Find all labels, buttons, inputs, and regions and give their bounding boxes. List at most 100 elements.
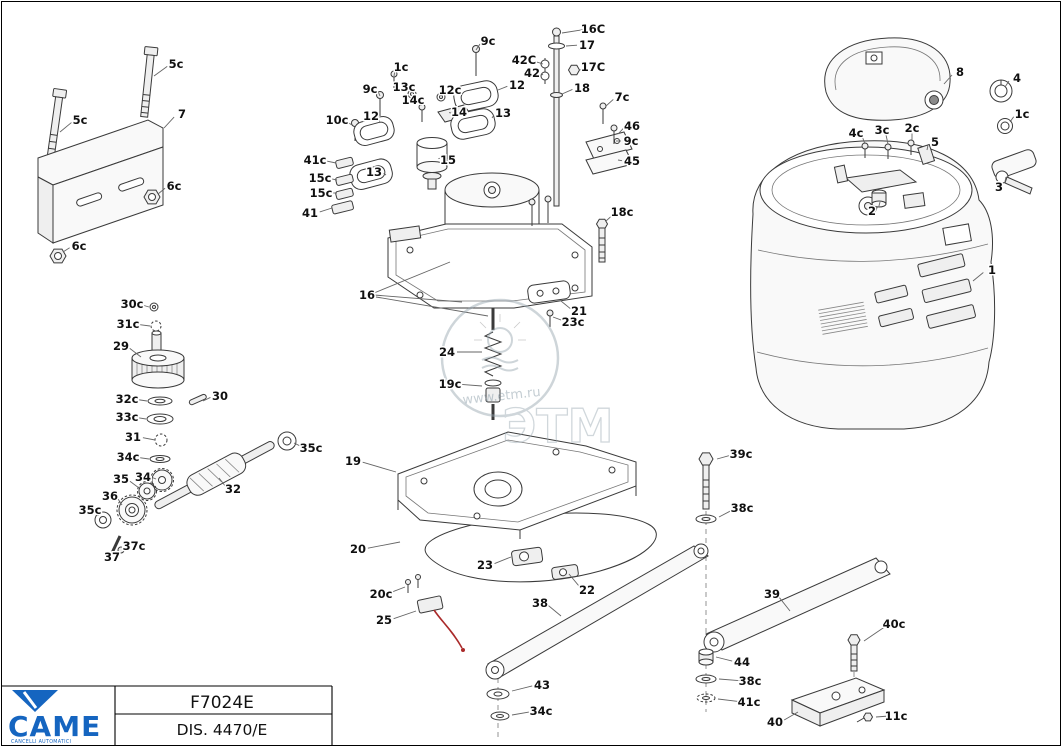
- part-label-13c: 13c: [393, 80, 416, 94]
- leader-line: [137, 324, 151, 327]
- washer-34c-bottom: [490, 711, 510, 721]
- ring-42: [540, 71, 550, 81]
- leader-line: [459, 383, 483, 387]
- leader-line: [136, 417, 147, 420]
- bearing-35c-right: [277, 431, 297, 451]
- brand-tagline: CANCELLI AUTOMATICI: [11, 739, 71, 745]
- part-label-35c: 35c: [79, 503, 102, 517]
- part-label-30: 30: [212, 389, 228, 403]
- part-label-1c: 1c: [1015, 107, 1030, 121]
- part-label-43: 43: [534, 678, 550, 692]
- part-label-6c: 6c: [167, 179, 182, 193]
- part-label-42C: 42C: [512, 53, 536, 67]
- leader-line: [560, 300, 571, 309]
- screw-11c: [856, 712, 874, 723]
- watermark: www.etm.ru ЭТМ: [440, 298, 614, 454]
- part-label-35c: 35c: [300, 441, 323, 455]
- release-rod-18: [540, 27, 581, 207]
- leader-line: [861, 136, 866, 145]
- leader-line: [393, 610, 417, 620]
- gearmotor-assembly: [331, 27, 634, 420]
- nut-17C: [567, 64, 581, 76]
- part-label-2c: 2c: [905, 121, 920, 135]
- microswitch-wire: [433, 609, 463, 649]
- leader-line: [1004, 176, 1007, 183]
- worm-shaft-32: [154, 441, 275, 510]
- gate-bracket-40: [790, 677, 886, 727]
- part-label-14c: 14c: [402, 93, 425, 107]
- leader-line: [561, 89, 573, 95]
- part-label-37: 37: [104, 550, 120, 564]
- part-label-9c: 9c: [363, 82, 378, 96]
- transmission-arms: [485, 452, 891, 740]
- leader-line: [136, 399, 148, 402]
- leader-line: [129, 348, 142, 358]
- part-label-15c: 15c: [309, 171, 332, 185]
- part-label-23c: 23c: [562, 315, 585, 329]
- lock-cap-4: [989, 79, 1013, 103]
- leader-line: [617, 128, 624, 135]
- gear-train-assembly: [94, 302, 297, 554]
- spacer-44: [698, 648, 714, 666]
- watermark-brand: ЭТМ: [503, 399, 614, 453]
- part-label-33c: 33c: [116, 410, 139, 424]
- leader-line: [293, 442, 302, 447]
- part-label-17: 17: [579, 38, 595, 52]
- part-label-5: 5: [931, 135, 939, 149]
- inner-mount-details: [833, 164, 972, 246]
- spring-24-and-shaft: [483, 308, 503, 420]
- leader-line: [329, 178, 338, 181]
- part-label-20: 20: [350, 542, 366, 556]
- part-label-22: 22: [579, 583, 595, 597]
- nut-6c-lower: [49, 248, 67, 264]
- leader-line: [778, 597, 791, 612]
- curved-arm-39: [703, 557, 891, 653]
- part-label-3c: 3c: [875, 123, 890, 137]
- leader-line: [715, 656, 733, 662]
- leader-line: [541, 73, 544, 76]
- leader-line: [491, 114, 495, 119]
- part-label-5c: 5c: [169, 57, 184, 71]
- sheet-code: DIS. 4470/E: [177, 721, 268, 739]
- washer-12c: [436, 92, 446, 102]
- cam-5: [917, 143, 936, 166]
- leader-line: [1004, 80, 1010, 88]
- leader-line: [605, 214, 614, 222]
- base-plate-assembly: [397, 431, 657, 652]
- part-label-13: 13: [495, 106, 511, 120]
- leader-line: [378, 118, 381, 124]
- part-label-34c: 34c: [530, 704, 553, 718]
- leader-line: [943, 74, 953, 85]
- part-label-14: 14: [451, 105, 467, 119]
- ring-42C: [540, 59, 550, 69]
- circlip-31: [154, 433, 168, 447]
- part-label-41c: 41c: [738, 695, 761, 709]
- part-label-32c: 32c: [116, 392, 139, 406]
- part-label-7: 7: [178, 107, 186, 121]
- bearing-33c: [146, 413, 174, 425]
- leader-line: [377, 91, 381, 97]
- screw-14c: [418, 103, 426, 122]
- leader-line: [117, 498, 123, 506]
- bolt-39c: [698, 452, 714, 510]
- bearing-35c-left: [94, 511, 112, 529]
- screw-9c-right: [472, 45, 480, 76]
- part-label-21: 21: [571, 304, 587, 318]
- leader-line: [440, 92, 443, 97]
- capacitor-21: [527, 280, 571, 304]
- motor-cover-1: [750, 140, 996, 430]
- seal-ring-1c: [997, 118, 1013, 134]
- washer-30c: [149, 302, 159, 312]
- mounting-plate-assembly: [37, 46, 164, 264]
- part-label-45: 45: [624, 154, 640, 168]
- part-label-34: 34: [135, 470, 151, 484]
- part-label-16: 16: [359, 288, 375, 302]
- part-label-4c: 4c: [849, 126, 864, 140]
- gear-29: [131, 330, 185, 389]
- screws-20c: [405, 574, 421, 593]
- leader-line: [383, 172, 387, 176]
- part-label-2: 2: [868, 204, 876, 218]
- part-label-1: 1: [988, 263, 996, 277]
- part-label-19: 19: [345, 454, 361, 468]
